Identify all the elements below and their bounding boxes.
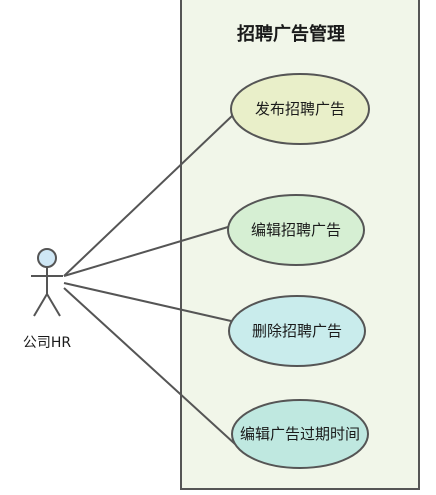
association-line	[63, 287, 236, 445]
use-case-label: 删除招聘广告	[252, 322, 342, 340]
use-case-delete-ad[interactable]: 删除招聘广告	[228, 295, 366, 367]
use-case-label: 编辑广告过期时间	[240, 425, 360, 443]
actor-right-leg	[46, 293, 61, 317]
use-case-ellipse[interactable]	[231, 399, 369, 469]
system-title: 招聘广告管理	[237, 23, 345, 45]
use-case-edit-ad[interactable]: 编辑招聘广告	[227, 194, 365, 266]
actor-hr[interactable]: 公司HR	[23, 248, 72, 351]
association-line	[63, 226, 229, 277]
use-case-publish-ad[interactable]: 发布招聘广告	[230, 73, 370, 145]
actor-left-leg	[33, 293, 48, 317]
use-case-ellipse[interactable]	[230, 73, 370, 145]
use-case-label: 编辑招聘广告	[251, 221, 341, 239]
use-case-ellipse[interactable]	[228, 295, 366, 367]
association-line	[63, 282, 232, 322]
association-line	[63, 114, 234, 277]
use-case-ellipse[interactable]	[227, 194, 365, 266]
use-case-edit-expiry[interactable]: 编辑广告过期时间	[231, 399, 369, 469]
actor-head	[37, 248, 57, 268]
use-case-label: 发布招聘广告	[255, 100, 345, 118]
actor-label: 公司HR	[23, 335, 72, 351]
